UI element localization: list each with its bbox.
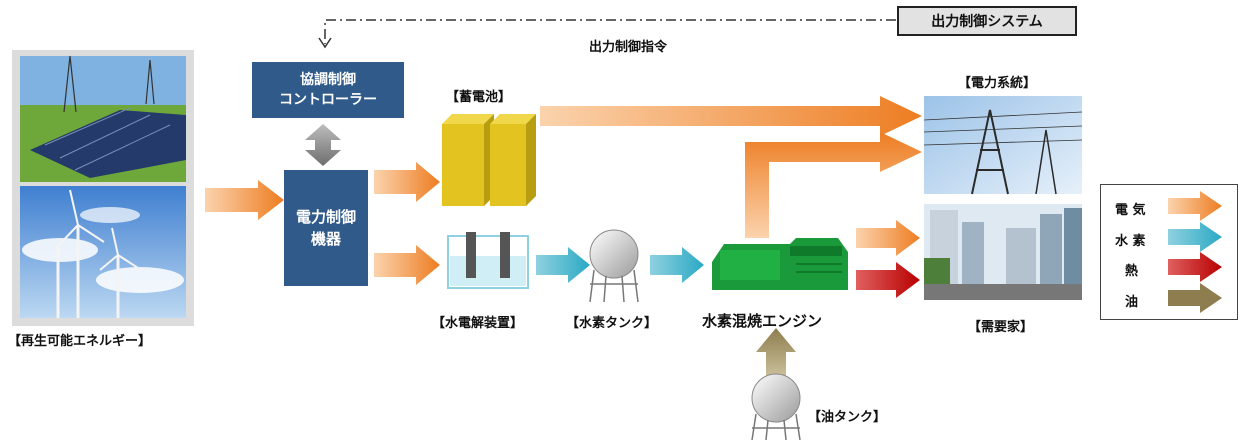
output-control-system-label: 出力制御システム (931, 14, 1043, 30)
hydrogen-arrow-electrolyzer-tank (536, 247, 590, 283)
legend-label-oil: 油 (1125, 295, 1139, 310)
power-grid-photo (923, 96, 1083, 195)
consumer-label: 【需要家】 (968, 320, 1034, 335)
electrolyzer-label: 【水電解装置】 (432, 316, 524, 331)
power-grid-label: 【電力系統】 (958, 76, 1037, 91)
cooperative-controller-line2: コントローラー (279, 92, 377, 108)
cooperative-controller-box: 協調制御 コントローラー (252, 62, 404, 118)
battery-label: 【蓄電池】 (446, 90, 512, 105)
output-control-command-label: 出力制御指令 (589, 40, 668, 55)
bidirectional-gray-arrow (305, 124, 341, 166)
electrolyzer-icon (447, 232, 529, 289)
electricity-arrow-engine-grid (745, 132, 922, 238)
oil-tank-label: 【油タンク】 (808, 410, 887, 425)
electricity-arrow-battery-grid (540, 96, 922, 136)
control-signal-line (324, 19, 896, 44)
cooperative-controller-line1: 協調制御 (300, 72, 356, 88)
oil-tank-icon (751, 373, 801, 441)
output-control-system-box: 出力制御システム (897, 6, 1077, 36)
hydrogen-tank-icon (589, 229, 639, 303)
power-controller-box: 電力制御 機器 (284, 170, 368, 286)
power-controller-line1: 電力制御 (295, 208, 356, 226)
hydrogen-arrow-tank-engine (650, 247, 704, 283)
electricity-arrow-engine-consumer (856, 220, 920, 256)
electricity-arrow-controller-electrolyzer (374, 245, 440, 285)
legend-label-heat: 熱 (1125, 264, 1139, 279)
hydrogen-engine-label: 水素混焼エンジン (702, 312, 823, 330)
electricity-arrow-controller-battery (374, 162, 440, 202)
hydrogen-engine-icon (712, 238, 848, 290)
legend-label-hydrogen: 水 素 (1115, 234, 1146, 249)
legend-arrow-electricity (1168, 191, 1222, 221)
heat-arrow-engine-consumer (856, 262, 920, 298)
power-controller-line2: 機器 (310, 230, 341, 248)
renewable-energy-label: 【再生可能エネルギー】 (8, 334, 152, 349)
oil-arrow-tank-engine (756, 328, 796, 376)
legend-arrow-hydrogen (1168, 222, 1222, 252)
battery-icon (442, 114, 536, 206)
hydrogen-tank-label: 【水素タンク】 (566, 316, 658, 331)
legend-box: 電 気 水 素 熱 油 (1100, 184, 1238, 320)
consumer-city-photo (924, 204, 1082, 300)
legend-label-electricity: 電 気 (1115, 203, 1146, 218)
control-signal-arrowhead (318, 37, 332, 49)
solar-panel-photo (20, 55, 186, 182)
legend-arrow-oil (1168, 283, 1222, 313)
wind-turbine-photo (20, 186, 186, 318)
legend-arrow-heat (1168, 252, 1222, 282)
electricity-arrow-renewable-controller (205, 180, 284, 220)
